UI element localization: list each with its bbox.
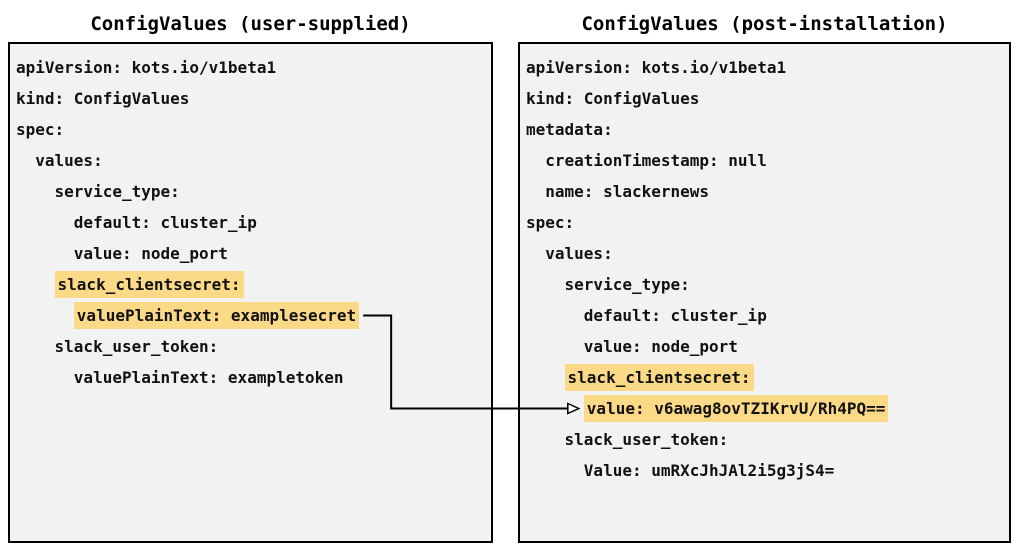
yaml-line: metadata: <box>526 114 1003 145</box>
arrow-target: value: v6awag8ovTZIKrvU/Rh4PQ== <box>583 395 889 422</box>
yaml-line: slack_user_token: <box>526 424 1003 455</box>
yaml-line: service_type: <box>16 176 485 207</box>
yaml-text: metadata: <box>526 120 613 139</box>
yaml-line: name: slackernews <box>526 176 1003 207</box>
yaml-indent <box>526 368 565 387</box>
yaml-text: name: slackernews <box>545 182 710 201</box>
yaml-text: spec: <box>526 213 575 232</box>
yaml-line: values: <box>526 238 1003 269</box>
yaml-line: slack_clientsecret: <box>526 362 1003 393</box>
yaml-text: values: <box>545 244 613 263</box>
yaml-indent <box>526 399 584 418</box>
yaml-text: slack_user_token: <box>54 337 219 356</box>
yaml-line: kind: ConfigValues <box>16 83 485 114</box>
yaml-indent <box>526 430 565 449</box>
panel-title-user-supplied: ConfigValues (user-supplied) <box>90 13 411 35</box>
yaml-indent <box>16 337 55 356</box>
yaml-text: valuePlainText: exampletoken <box>73 368 344 387</box>
yaml-indent <box>16 151 35 170</box>
yaml-line: Value: umRXcJhJAl2i5g3jS4= <box>526 455 1003 486</box>
yaml-panel-post-installation: apiVersion: kots.io/v1beta1 kind: ConfigV… <box>518 42 1011 543</box>
panel-post-installation: ConfigValues (post-installation) apiVers… <box>518 6 1011 543</box>
yaml-line: kind: ConfigValues <box>526 83 1003 114</box>
yaml-line: valuePlainText: examplesecret <box>16 300 485 331</box>
yaml-line: spec: <box>16 114 485 145</box>
yaml-line: spec: <box>526 207 1003 238</box>
yaml-indent <box>16 182 55 201</box>
yaml-indent <box>16 244 74 263</box>
arrow-source: valuePlainText: examplesecret <box>73 302 360 329</box>
yaml-text: values: <box>35 151 103 170</box>
yaml-line: slack_clientsecret: <box>16 269 485 300</box>
yaml-text: default: cluster_ip <box>73 213 257 232</box>
yaml-indent <box>16 368 74 387</box>
yaml-indent <box>526 244 545 263</box>
panel-user-supplied: ConfigValues (user-supplied) apiVersion:… <box>8 6 493 543</box>
yaml-line: default: cluster_ip <box>526 300 1003 331</box>
yaml-text: service_type: <box>54 182 180 201</box>
yaml-line: slack_user_token: <box>16 331 485 362</box>
yaml-indent <box>16 213 74 232</box>
yaml-line: service_type: <box>526 269 1003 300</box>
yaml-indent <box>526 275 565 294</box>
yaml-text: apiVersion: kots.io/v1beta1 <box>16 58 277 77</box>
yaml-text: creationTimestamp: null <box>545 151 767 170</box>
yaml-indent <box>526 461 584 480</box>
yaml-line: valuePlainText: exampletoken <box>16 362 485 393</box>
yaml-text: value: node_port <box>73 244 228 263</box>
yaml-text: default: cluster_ip <box>583 306 767 325</box>
yaml-line: creationTimestamp: null <box>526 145 1003 176</box>
yaml-indent <box>526 151 545 170</box>
yaml-text: kind: ConfigValues <box>526 89 700 108</box>
yaml-indent <box>16 275 55 294</box>
yaml-line: value: v6awag8ovTZIKrvU/Rh4PQ== <box>526 393 1003 424</box>
yaml-text: kind: ConfigValues <box>16 89 190 108</box>
yaml-indent <box>16 306 74 325</box>
yaml-text: apiVersion: kots.io/v1beta1 <box>526 58 787 77</box>
yaml-text: value: node_port <box>583 337 738 356</box>
yaml-text: spec: <box>16 120 65 139</box>
yaml-indent <box>526 337 584 356</box>
panel-title-post-installation: ConfigValues (post-installation) <box>581 13 948 35</box>
yaml-line: default: cluster_ip <box>16 207 485 238</box>
yaml-line: value: node_port <box>16 238 485 269</box>
yaml-text: Value: umRXcJhJAl2i5g3jS4= <box>583 461 835 480</box>
yaml-line: value: node_port <box>526 331 1003 362</box>
yaml-line: apiVersion: kots.io/v1beta1 <box>16 52 485 83</box>
highlighted-text: slack_clientsecret: <box>564 364 754 391</box>
yaml-panel-user-supplied: apiVersion: kots.io/v1beta1 kind: ConfigV… <box>8 42 493 543</box>
highlighted-text: slack_clientsecret: <box>54 271 244 298</box>
yaml-text: slack_user_token: <box>564 430 729 449</box>
yaml-indent <box>526 182 545 201</box>
yaml-line: values: <box>16 145 485 176</box>
yaml-indent <box>526 306 584 325</box>
yaml-text: service_type: <box>564 275 690 294</box>
yaml-line: apiVersion: kots.io/v1beta1 <box>526 52 1003 83</box>
